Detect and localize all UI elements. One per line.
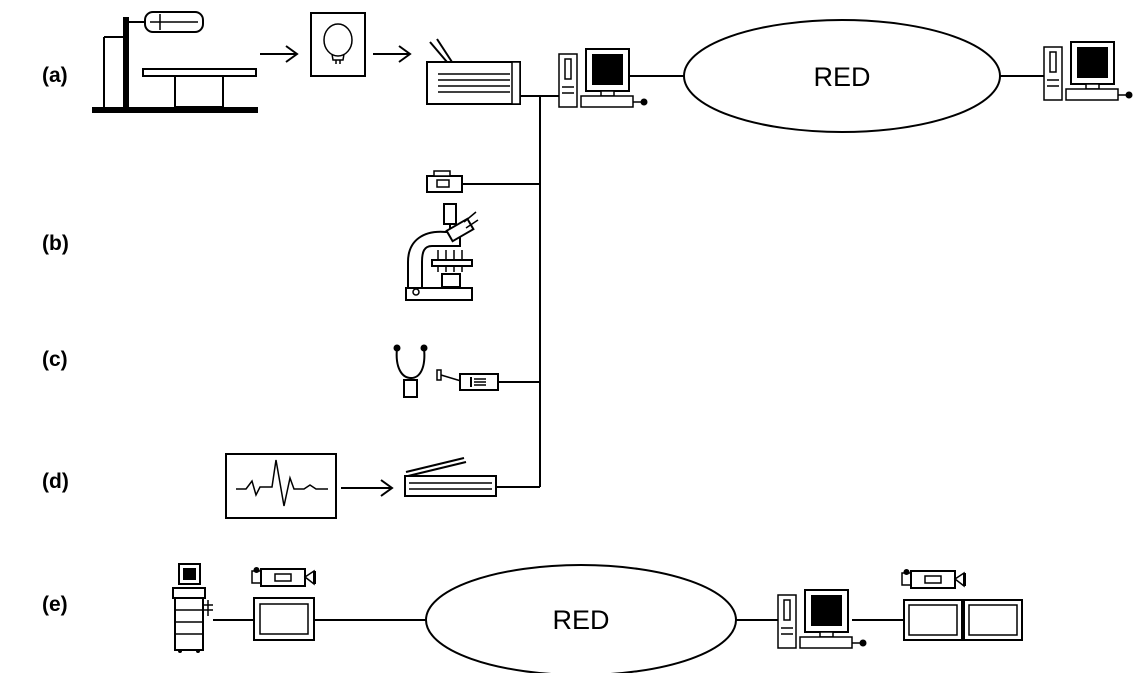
- arrow-film-to-scanner: [373, 46, 410, 62]
- network-cloud-top: RED: [684, 20, 1000, 132]
- computer-workstation-icon: [1044, 42, 1133, 100]
- arrow-xray-to-film: [260, 46, 297, 62]
- x-ray-machine-icon: [92, 12, 258, 113]
- video-camera-icon: [252, 567, 316, 586]
- local-bus: [520, 96, 559, 487]
- row-label-a: (a): [42, 64, 68, 87]
- flatbed-scanner-icon: [405, 458, 540, 496]
- film-scanner-icon: [427, 39, 520, 104]
- ecg-trace-icon: [226, 454, 336, 518]
- x-ray-film-head-icon: [311, 13, 365, 76]
- arrow-ecg-to-scanner: [341, 480, 392, 496]
- network-label: RED: [552, 605, 609, 635]
- row-label-c: (c): [42, 348, 68, 371]
- video-monitor-icon: [904, 600, 962, 640]
- sound-digitizer-icon: [437, 370, 540, 390]
- row-label-d: (d): [42, 470, 69, 493]
- row-label-b: (b): [42, 232, 69, 255]
- network-label: RED: [813, 62, 870, 92]
- stethoscope-icon: [394, 345, 428, 398]
- video-camera-icon: [902, 569, 966, 588]
- microscope-icon: [406, 204, 478, 300]
- camera-icon: [427, 171, 540, 192]
- network-cloud-bottom: RED: [426, 565, 736, 673]
- video-monitor-icon: [254, 598, 314, 640]
- ultrasound-cart-icon: [173, 564, 213, 653]
- video-monitor-icon: [964, 600, 1022, 640]
- row-label-e: (e): [42, 593, 68, 616]
- computer-workstation-icon: [559, 49, 648, 107]
